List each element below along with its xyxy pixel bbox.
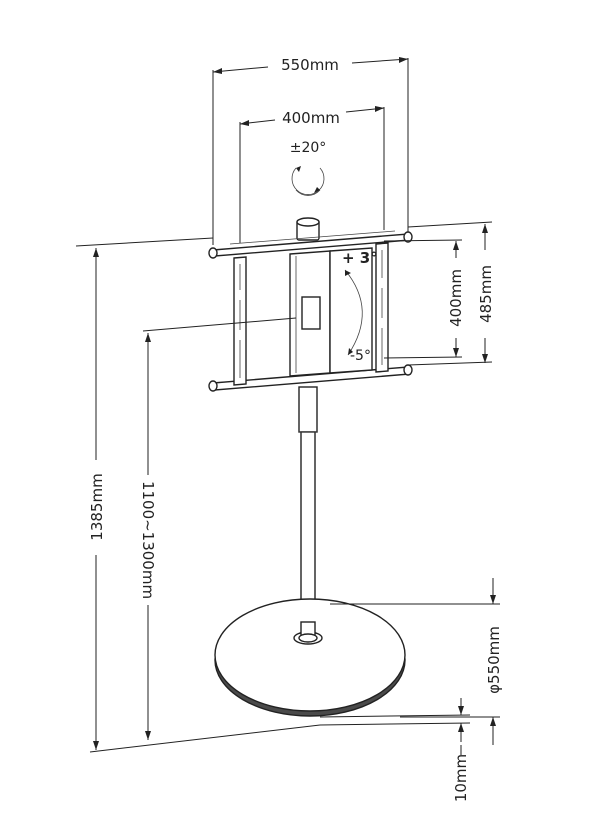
pole-top-cap: [296, 217, 320, 241]
tilt-down-label: -5°: [350, 348, 371, 364]
width-outer-label: 550mm: [281, 56, 339, 74]
height-inner-label: 400mm: [447, 269, 465, 327]
round-base: [214, 598, 406, 717]
height-inner-dimension: 400mm: [383, 239, 465, 359]
total-height-label: 1385mm: [88, 473, 106, 540]
stand-pole: [298, 386, 318, 633]
width-inner-dimension: 400mm: [239, 106, 385, 243]
rotation-indicator: ±20°: [290, 140, 327, 196]
height-outer-label: 485mm: [477, 265, 495, 323]
base-diameter-label: φ550mm: [485, 626, 503, 694]
center-height-dimension: 1100~1300mm: [139, 317, 297, 740]
tilt-up-label: + 3°: [342, 249, 378, 267]
center-height-label: 1100~1300mm: [139, 481, 157, 599]
rotation-label: ±20°: [290, 140, 327, 156]
base-thickness-dimension: 10mm: [319, 698, 471, 802]
base-diameter-dimension: φ550mm: [330, 578, 503, 745]
vesa-bracket: [208, 230, 413, 392]
tilt-indicator: + 3° -5°: [342, 249, 378, 364]
base-thickness-label: 10mm: [452, 754, 470, 802]
height-outer-dimension: 485mm: [407, 221, 495, 366]
width-inner-label: 400mm: [282, 109, 340, 127]
rotation-arrow-icon: [291, 167, 325, 195]
width-outer-dimension: 550mm: [212, 56, 409, 245]
total-height-dimension: 1385mm: [75, 237, 321, 753]
